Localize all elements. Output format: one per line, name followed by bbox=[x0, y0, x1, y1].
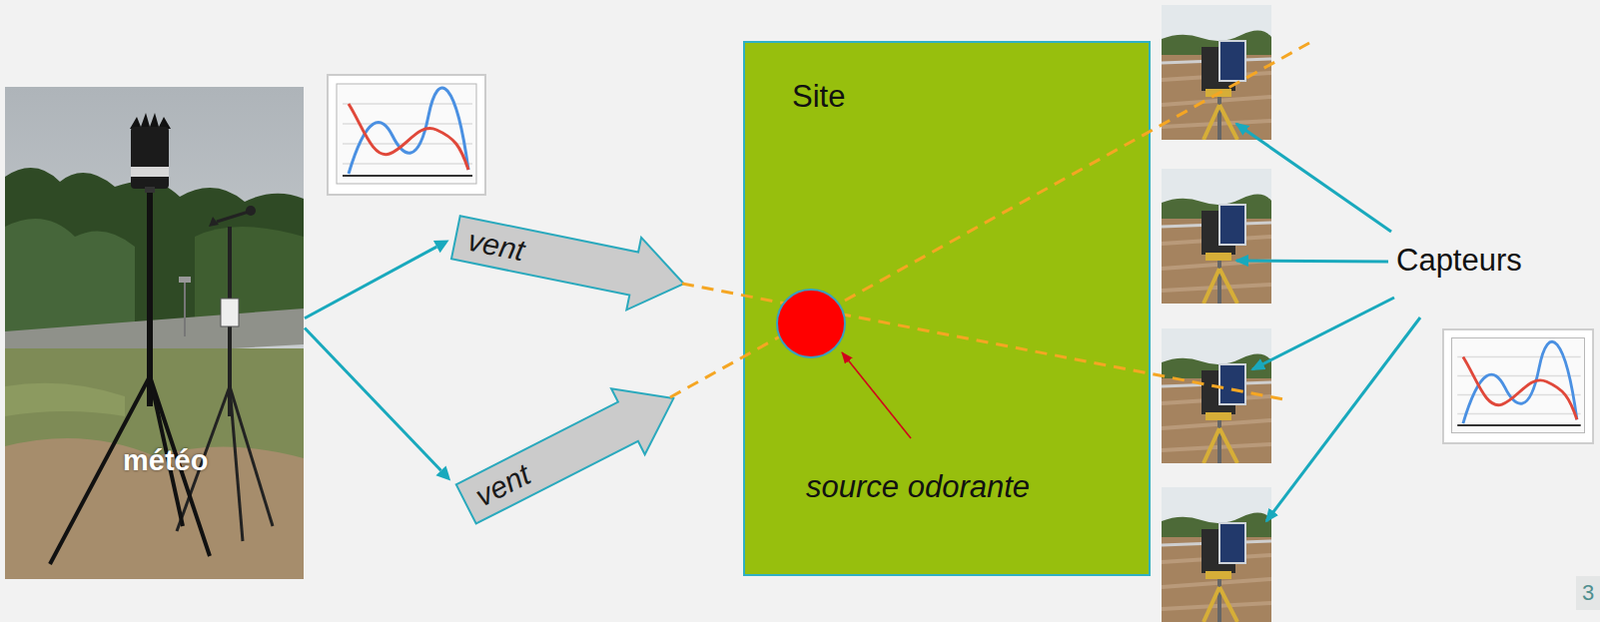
wind-label: vent bbox=[463, 218, 528, 273]
chart-icon bbox=[327, 74, 486, 195]
leader-arrows bbox=[1236, 123, 1421, 522]
page-number: 3 bbox=[1576, 576, 1600, 611]
leader-line bbox=[841, 352, 911, 439]
sensor-caption: Capteurs bbox=[1396, 242, 1523, 279]
wind-path bbox=[670, 42, 1310, 398]
block-arrow-outline bbox=[447, 201, 691, 321]
sensor-photo bbox=[1161, 328, 1272, 464]
wind-arrow: vent bbox=[446, 199, 692, 321]
site-title: Site bbox=[792, 78, 845, 115]
site-area: Site source odorante bbox=[743, 40, 1151, 577]
arrow-head bbox=[433, 239, 450, 253]
block-arrow-outline bbox=[448, 365, 690, 538]
source-label: source odorante bbox=[805, 469, 1030, 506]
weather-photo bbox=[4, 86, 304, 580]
wind-arrow: vent bbox=[447, 364, 692, 539]
connector-line bbox=[304, 246, 437, 319]
wind-path bbox=[682, 283, 1284, 400]
wind-connector bbox=[304, 328, 451, 482]
sensor-photo bbox=[1161, 168, 1272, 304]
odor-source: source odorante bbox=[775, 287, 847, 360]
station-label: météo bbox=[122, 444, 208, 478]
wind-connector bbox=[304, 239, 450, 318]
arrow-head bbox=[435, 465, 451, 481]
connector-line bbox=[304, 328, 441, 472]
sensor-photo bbox=[1161, 487, 1272, 622]
chart-icon bbox=[1443, 329, 1594, 444]
circle-shape bbox=[775, 287, 847, 360]
weather-station: météo bbox=[4, 86, 304, 580]
source-dot bbox=[777, 289, 845, 358]
